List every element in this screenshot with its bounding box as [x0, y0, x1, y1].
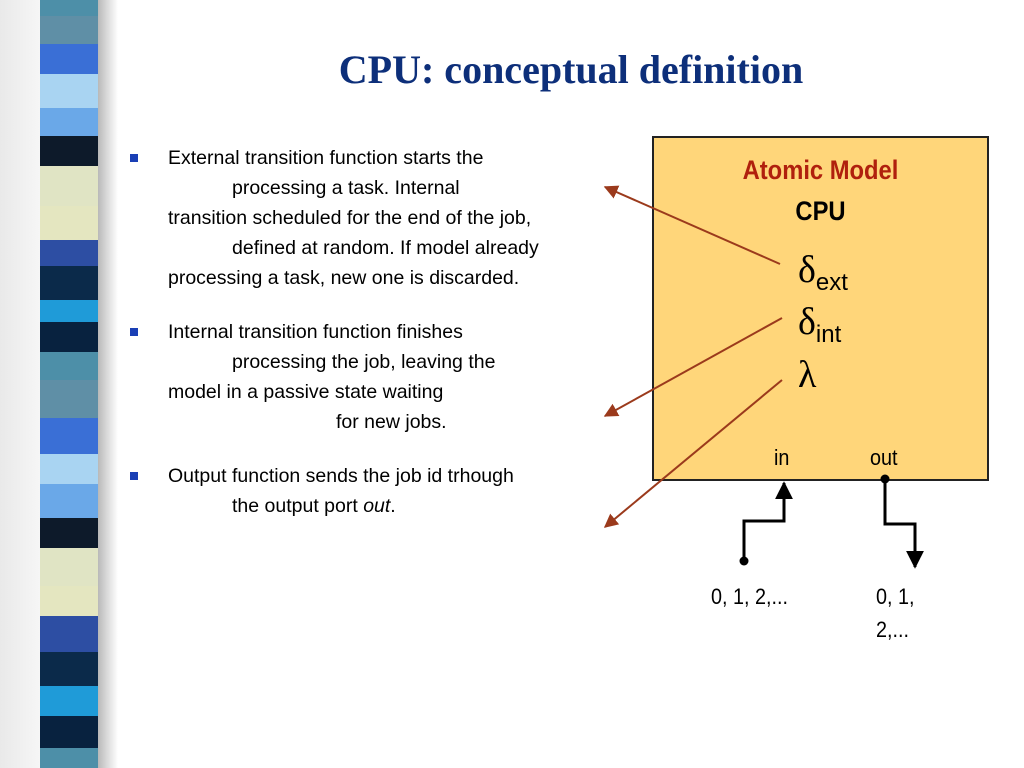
model-name: CPU	[795, 196, 846, 226]
decorative-stripe	[0, 0, 118, 768]
slide-title: CPU: conceptual definition	[338, 47, 804, 92]
bullet-line: transition scheduled for the end of the …	[168, 207, 532, 229]
stripe-cell	[40, 166, 98, 206]
stripe-cell	[40, 380, 98, 418]
stripe-cell	[40, 484, 98, 518]
bullet-line: External transition function starts the	[168, 147, 484, 169]
stripe-cell	[40, 266, 98, 300]
stripe-cell	[40, 136, 98, 166]
stripe-cell	[40, 652, 98, 686]
output-value-sequence-2: 2,...	[876, 617, 910, 642]
bullet-marker	[130, 154, 138, 162]
bullet-list: External transition function starts the …	[130, 143, 600, 545]
stripe-cell	[40, 44, 98, 74]
external-transition-symbol: δext	[798, 249, 848, 296]
stripe-cell	[40, 418, 98, 454]
input-port-connector	[742, 481, 793, 561]
output-port-connector	[883, 479, 924, 569]
stripe-cell	[40, 240, 98, 266]
stripe-cell	[40, 16, 98, 44]
bullet-line: processing a task. Internal	[232, 177, 460, 199]
stripe-cell	[40, 616, 98, 652]
stripe-cell	[40, 548, 98, 586]
bullet-line: processing a task, new one is discarded.	[168, 267, 520, 289]
stripe-cell	[40, 206, 98, 240]
output-value-sequence-1: 0, 1,	[876, 584, 915, 609]
stripe-cell	[40, 748, 98, 768]
output-function-symbol: λ	[798, 354, 817, 396]
bullet-line: for new jobs.	[336, 411, 447, 433]
bullet-marker	[130, 328, 138, 336]
internal-transition-symbol: δint	[798, 301, 842, 348]
bullet-text: the output port	[232, 495, 364, 517]
bullet-text: .	[390, 495, 396, 517]
stripe-cell	[40, 454, 98, 484]
bullet-line: Output function sends the job id trhough	[168, 465, 514, 487]
stripe-cell	[40, 74, 98, 108]
bullet-line: defined at random. If model already	[232, 237, 539, 259]
model-heading: Atomic Model	[742, 155, 899, 185]
bullet-output-function: Output function sends the job id trhough…	[130, 461, 600, 521]
stripe-cell	[40, 352, 98, 380]
stripe-cell	[40, 322, 98, 352]
stripe-cell	[40, 586, 98, 616]
stripe-cell	[40, 300, 98, 322]
bullet-line: the output port out.	[168, 491, 600, 521]
bullet-line: processing the job, leaving the	[232, 351, 496, 373]
bullet-marker	[130, 472, 138, 480]
port-name-italic: out	[363, 495, 391, 517]
stripe-cell	[40, 716, 98, 748]
output-port-label: out	[870, 445, 898, 470]
input-port-label: in	[774, 445, 790, 470]
bullet-external-transition: External transition function starts the …	[130, 143, 600, 293]
stripe-cell	[40, 518, 98, 548]
bullet-line: Internal transition function finishes	[168, 321, 463, 343]
input-start-dot	[739, 556, 749, 566]
stripe-cell	[40, 0, 98, 16]
stripe-cell	[40, 686, 98, 716]
bullet-internal-transition: Internal transition function finishes pr…	[130, 317, 600, 437]
stripe-cell	[40, 108, 98, 136]
input-value-sequence: 0, 1, 2,...	[711, 584, 789, 609]
bullet-line: model in a passive state waiting	[168, 381, 444, 403]
